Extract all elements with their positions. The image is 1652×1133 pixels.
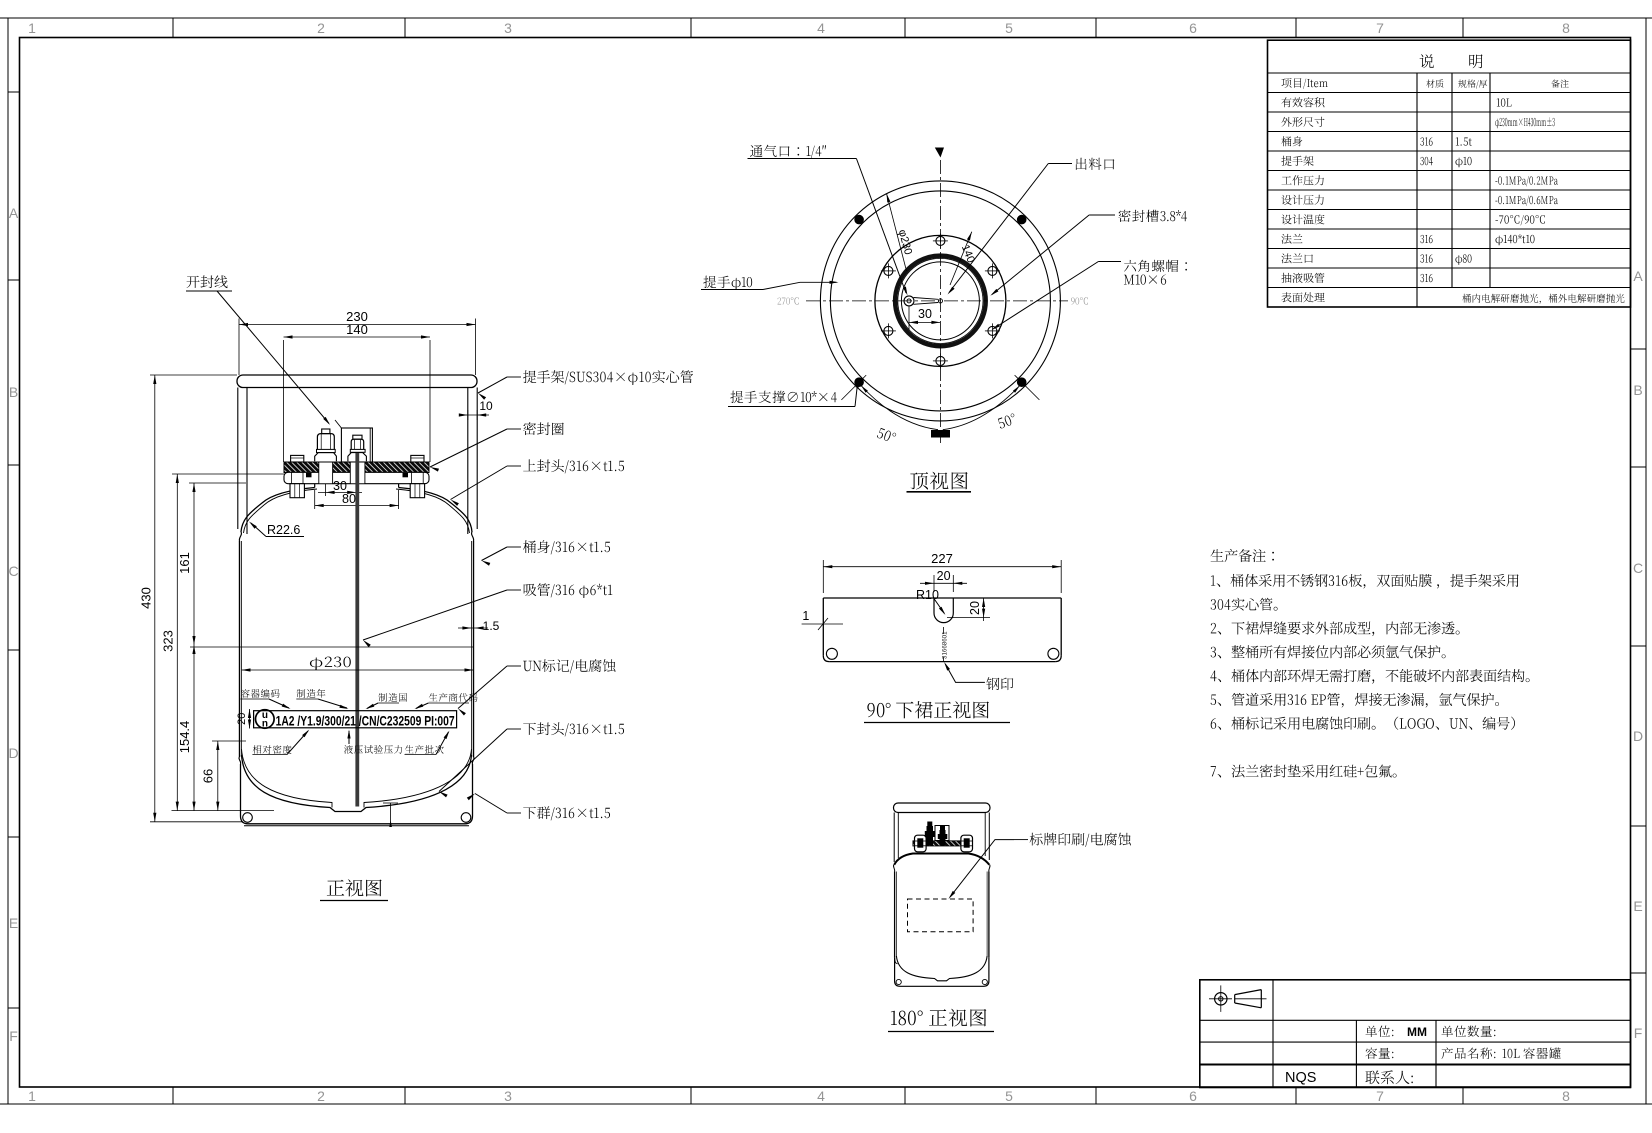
svg-text:n: n xyxy=(262,718,268,729)
svg-text:R10: R10 xyxy=(916,588,939,602)
svg-text:31668601: 31668601 xyxy=(942,631,949,659)
svg-text:A: A xyxy=(1633,268,1643,284)
svg-text:B: B xyxy=(1633,382,1642,398)
svg-text:A: A xyxy=(9,205,19,221)
svg-text:430: 430 xyxy=(139,587,154,609)
svg-text:20: 20 xyxy=(236,713,248,725)
svg-text:E: E xyxy=(9,915,18,931)
svg-text:66: 66 xyxy=(201,769,216,783)
svg-text:227: 227 xyxy=(931,551,953,566)
svg-text:C: C xyxy=(1633,560,1643,576)
svg-text:7: 7 xyxy=(1376,20,1384,36)
svg-text:80: 80 xyxy=(342,492,356,506)
svg-text:C: C xyxy=(8,563,18,579)
svg-text:D: D xyxy=(1633,728,1643,744)
svg-text:F: F xyxy=(9,1028,18,1044)
svg-text:6: 6 xyxy=(1189,20,1197,36)
svg-text:MM: MM xyxy=(1407,1025,1427,1039)
svg-text:30: 30 xyxy=(333,479,347,493)
svg-text:2: 2 xyxy=(317,20,325,36)
svg-text:30: 30 xyxy=(918,307,932,321)
svg-text:7: 7 xyxy=(1376,1088,1384,1104)
svg-text:8: 8 xyxy=(1562,20,1570,36)
svg-text:2: 2 xyxy=(317,1088,325,1104)
svg-text:1.5: 1.5 xyxy=(483,619,500,633)
svg-text:140: 140 xyxy=(346,322,368,337)
svg-text:5: 5 xyxy=(1005,1088,1013,1104)
svg-text:1: 1 xyxy=(28,20,36,36)
svg-text:1A2 /Y1.9/300/21 /CN/C232509 P: 1A2 /Y1.9/300/21 /CN/C232509 PI:007 xyxy=(276,712,455,728)
svg-text:R22.6: R22.6 xyxy=(267,523,300,537)
svg-text:161: 161 xyxy=(177,552,192,574)
svg-text:20: 20 xyxy=(968,601,982,615)
svg-text:5: 5 xyxy=(1005,20,1013,36)
svg-text:10: 10 xyxy=(479,399,493,413)
svg-text:323: 323 xyxy=(161,630,176,652)
svg-text:8: 8 xyxy=(1562,1088,1570,1104)
svg-text:NQS: NQS xyxy=(1285,1070,1316,1086)
svg-text:3: 3 xyxy=(504,1088,512,1104)
svg-text:4: 4 xyxy=(817,20,825,36)
svg-text:230: 230 xyxy=(346,309,368,324)
svg-text:u: u xyxy=(262,710,268,721)
svg-text:3: 3 xyxy=(504,20,512,36)
svg-text:1: 1 xyxy=(802,609,809,623)
svg-text:1: 1 xyxy=(28,1088,36,1104)
svg-text:E: E xyxy=(1633,898,1642,914)
svg-text:20: 20 xyxy=(937,569,951,583)
svg-text:D: D xyxy=(8,745,18,761)
svg-text:B: B xyxy=(9,384,18,400)
svg-text:F: F xyxy=(1634,1025,1643,1041)
svg-text:154.4: 154.4 xyxy=(177,721,192,754)
svg-text:6: 6 xyxy=(1189,1088,1197,1104)
svg-text:4: 4 xyxy=(817,1088,825,1104)
